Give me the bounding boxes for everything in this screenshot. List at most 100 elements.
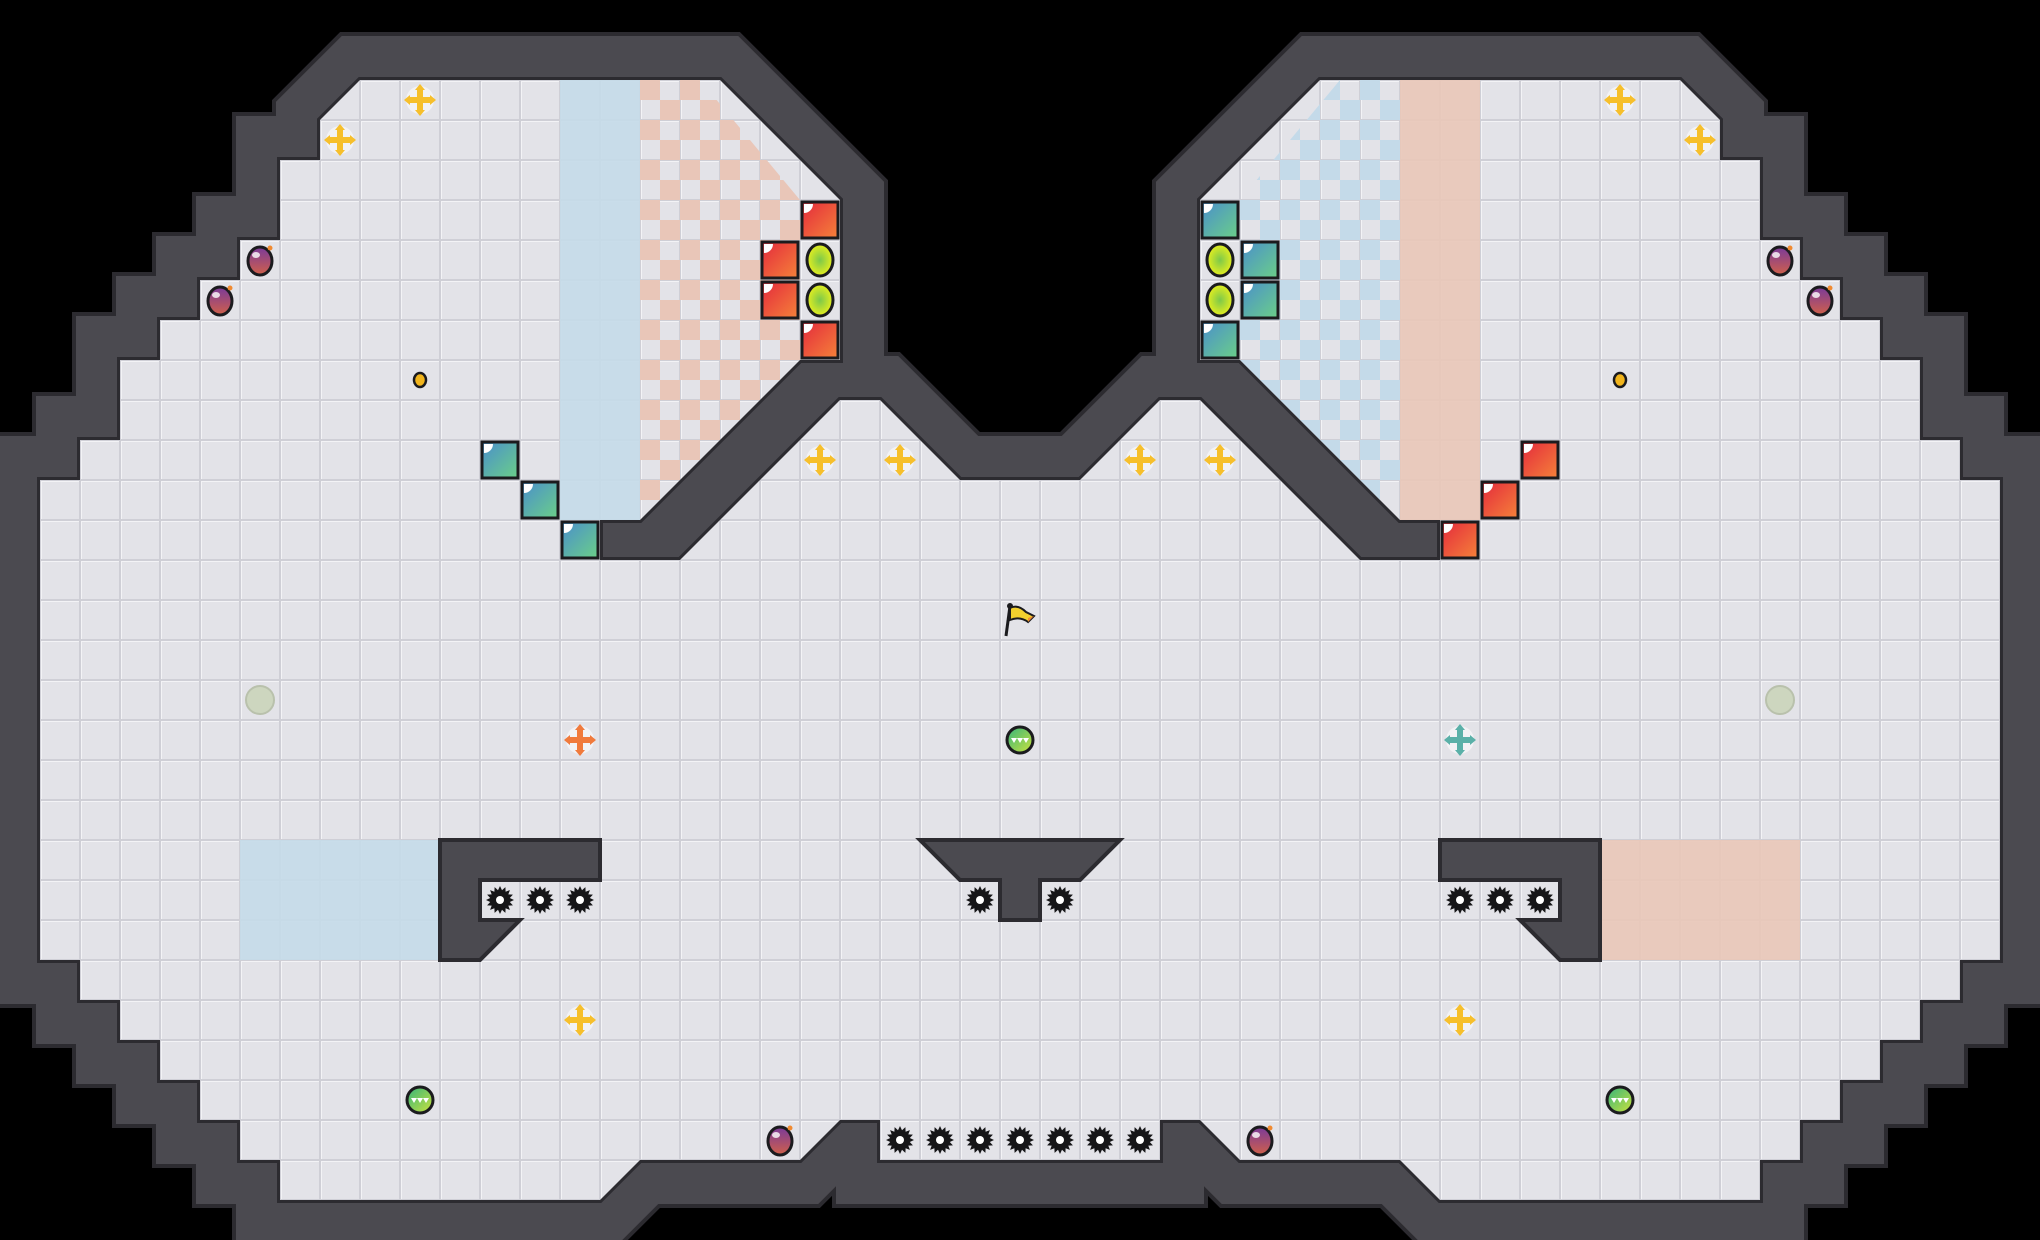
red-block[interactable] <box>800 200 840 240</box>
gear-hazard <box>1126 1126 1154 1154</box>
arrow-ball[interactable] <box>405 1085 435 1115</box>
bomb[interactable] <box>1766 245 1794 277</box>
teal-block[interactable] <box>1240 280 1280 320</box>
switch-orb[interactable] <box>1205 282 1235 318</box>
coin[interactable] <box>412 371 428 389</box>
salmon-zone-bottom <box>1600 840 1800 960</box>
red-block[interactable] <box>800 320 840 360</box>
floor <box>40 80 2000 1200</box>
teal-plus[interactable] <box>1444 724 1476 756</box>
pale-orb[interactable] <box>245 685 275 715</box>
bomb[interactable] <box>206 285 234 317</box>
yellow-plus[interactable] <box>804 444 836 476</box>
yellow-plus[interactable] <box>1204 444 1236 476</box>
yellow-plus[interactable] <box>1604 84 1636 116</box>
level-objects <box>206 84 1834 1157</box>
bomb[interactable] <box>1246 1125 1274 1157</box>
bomb[interactable] <box>1806 285 1834 317</box>
floor-tiles <box>40 80 2000 1200</box>
coin-icon <box>1612 371 1628 389</box>
teal-block[interactable] <box>1200 200 1240 240</box>
block-shine <box>1244 284 1253 293</box>
blue-zone-column <box>560 80 640 520</box>
block-shine <box>1444 524 1453 533</box>
color-zones <box>240 80 1800 960</box>
arrow-ball[interactable] <box>1005 725 1035 755</box>
block-shine <box>524 484 533 493</box>
yellow-plus[interactable] <box>564 1004 596 1036</box>
gear-hazard <box>1046 886 1074 914</box>
center-t-wall <box>915 838 1125 922</box>
block-shine <box>1204 324 1213 333</box>
left-wall-bracket <box>438 838 602 962</box>
block-shine <box>804 324 813 333</box>
block-shine <box>764 244 773 253</box>
red-block[interactable] <box>1520 440 1560 480</box>
red-block[interactable] <box>1440 520 1480 560</box>
fuse <box>267 245 273 251</box>
chevrons <box>1611 1098 1629 1103</box>
gear-hazard <box>1446 886 1474 914</box>
bomb[interactable] <box>246 245 274 277</box>
fuse <box>1267 1125 1273 1131</box>
teal-block[interactable] <box>560 520 600 560</box>
bomb-icon <box>1246 1125 1274 1157</box>
pale-orb[interactable] <box>1765 685 1795 715</box>
switch-orb[interactable] <box>1205 242 1235 278</box>
block-shine <box>1244 244 1253 253</box>
gear-hazard <box>526 886 554 914</box>
red-block[interactable] <box>760 240 800 280</box>
teal-block[interactable] <box>480 440 520 480</box>
gear-hazard <box>1006 1126 1034 1154</box>
gear-hazard <box>1526 886 1554 914</box>
switch-orb[interactable] <box>805 242 835 278</box>
gear-hazard <box>566 886 594 914</box>
gear-hazard <box>1486 886 1514 914</box>
gear-hazard <box>966 1126 994 1154</box>
fuse <box>1787 245 1793 251</box>
arrow-ball[interactable] <box>1605 1085 1635 1115</box>
bomb-icon <box>766 1125 794 1157</box>
red-block[interactable] <box>760 280 800 320</box>
block-shine <box>804 204 813 213</box>
orange-plus[interactable] <box>564 724 596 756</box>
yellow-plus[interactable] <box>324 124 356 156</box>
block-shine <box>1204 204 1213 213</box>
fuse <box>1827 285 1833 291</box>
fuse <box>227 285 233 291</box>
yellow-plus[interactable] <box>1124 444 1156 476</box>
bomb-icon <box>246 245 274 277</box>
gear-hazard <box>886 1126 914 1154</box>
pink-checker-zone <box>640 80 800 500</box>
bomb-icon <box>1766 245 1794 277</box>
block-shine <box>1524 444 1533 453</box>
yellow-plus[interactable] <box>884 444 916 476</box>
fuse <box>787 1125 793 1131</box>
coin[interactable] <box>1612 371 1628 389</box>
gear-hazard <box>1046 1126 1074 1154</box>
block-shine <box>1484 484 1493 493</box>
coin-icon <box>412 371 428 389</box>
yellow-plus[interactable] <box>1684 124 1716 156</box>
goal-flag[interactable] <box>1004 603 1036 637</box>
teal-block[interactable] <box>520 480 560 520</box>
bomb[interactable] <box>766 1125 794 1157</box>
right-wall-bracket <box>1438 838 1602 962</box>
bomb-icon <box>1806 285 1834 317</box>
inner-walls <box>438 838 1602 962</box>
chevrons <box>411 1098 429 1103</box>
yellow-plus[interactable] <box>1444 1004 1476 1036</box>
bomb-icon <box>206 285 234 317</box>
red-block[interactable] <box>1480 480 1520 520</box>
yellow-plus[interactable] <box>404 84 436 116</box>
block-shine <box>564 524 573 533</box>
blue-checker-zone <box>1240 80 1400 500</box>
block-shine <box>484 444 493 453</box>
gear-hazard <box>486 886 514 914</box>
gear-hazard <box>966 886 994 914</box>
block-shine <box>764 284 773 293</box>
teal-block[interactable] <box>1240 240 1280 280</box>
teal-block[interactable] <box>1200 320 1240 360</box>
salmon-zone-column <box>1400 80 1480 520</box>
switch-orb[interactable] <box>805 282 835 318</box>
